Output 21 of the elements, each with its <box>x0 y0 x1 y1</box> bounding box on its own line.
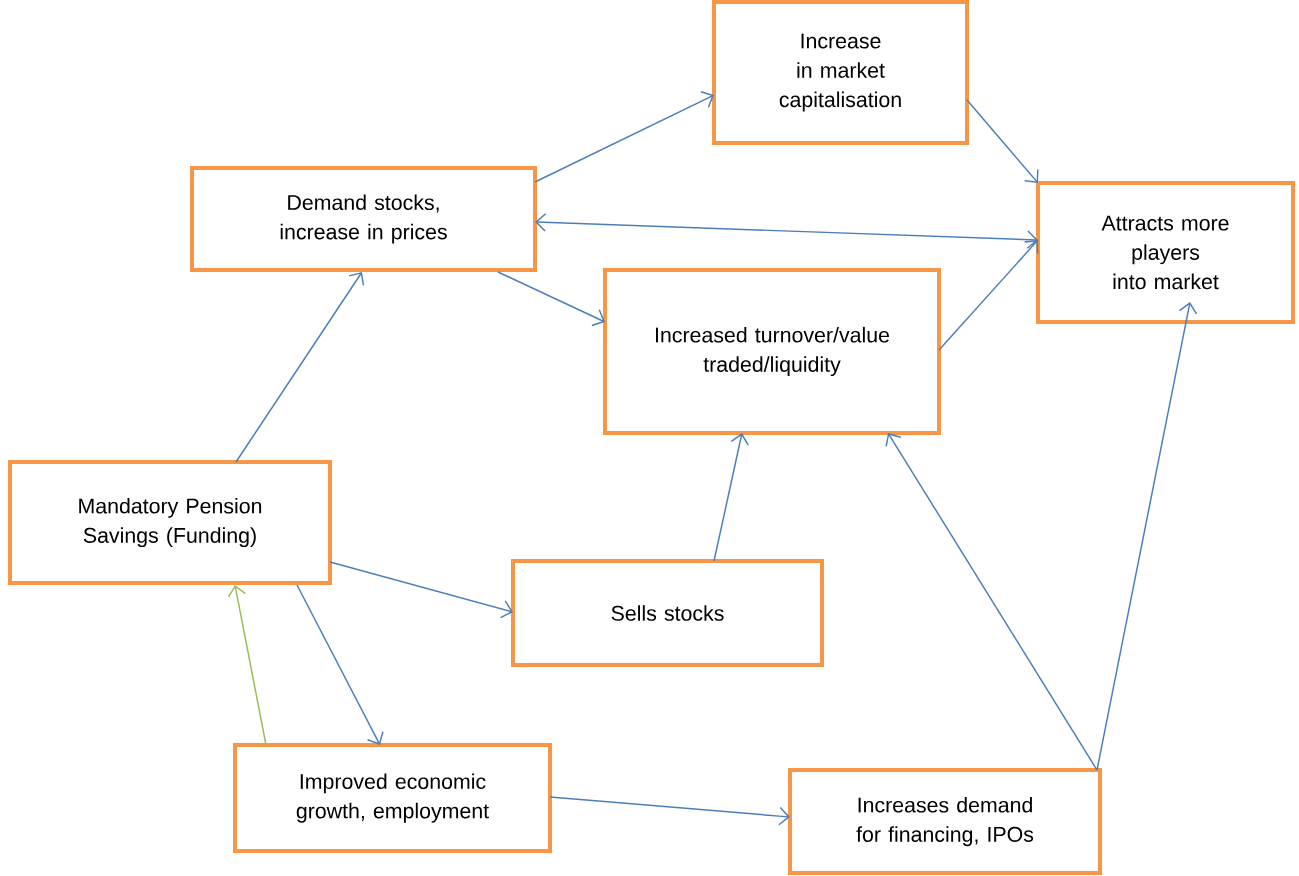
process-box: Sells stocks <box>511 559 824 667</box>
process-box: Demand stocks, increase in prices <box>190 166 537 272</box>
arrow <box>713 433 749 562</box>
arrow <box>235 272 365 463</box>
process-box: Increases demand for financing, IPOs <box>788 768 1102 875</box>
arrow <box>227 585 267 746</box>
arrow <box>497 271 605 327</box>
arrow <box>296 584 384 745</box>
arrow <box>549 796 790 826</box>
process-box: Improved economic growth, employment <box>233 743 552 853</box>
arrow <box>885 433 1098 771</box>
arrow <box>938 240 1039 351</box>
arrow <box>329 561 513 619</box>
arrow <box>966 99 1039 183</box>
arrow <box>1096 302 1198 771</box>
arrow <box>535 213 1038 250</box>
arrow <box>534 91 714 183</box>
process-box: Mandatory Pension Savings (Funding) <box>8 460 332 585</box>
process-box: Increased turnover/value traded/liquidity <box>603 268 941 435</box>
process-box: Increase in market capitalisation <box>712 0 969 145</box>
process-box: Attracts more players into market <box>1036 181 1295 324</box>
